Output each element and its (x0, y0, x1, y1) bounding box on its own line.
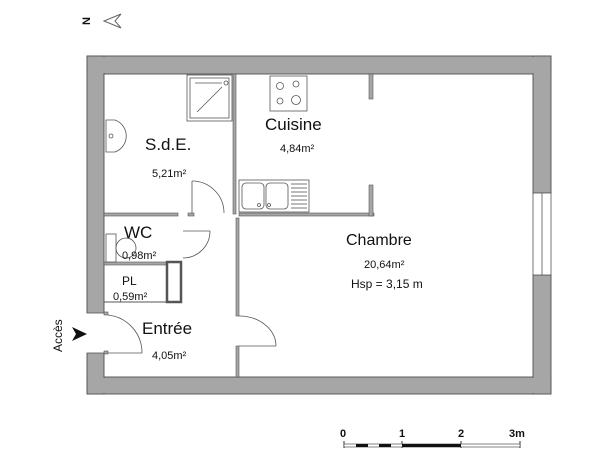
room-height: Hsp = 3,15 m (351, 277, 423, 291)
room-area: 4,05m² (152, 350, 187, 362)
room-entree: Entrée 4,05m² (142, 319, 192, 362)
shower-icon (186, 74, 233, 122)
scale-tick-2: 2 (458, 428, 464, 440)
room-cuisine: Cuisine 4,84m² (265, 115, 322, 155)
scale-bar: 0 1 2 3m (340, 428, 525, 448)
access-label: Accès (51, 319, 65, 352)
room-name: Entrée (142, 319, 192, 338)
doors (107, 180, 277, 354)
north-arrow-icon: N (81, 13, 122, 29)
room-wc: WC 0,98m² (122, 223, 157, 262)
room-name: WC (124, 223, 152, 242)
access-indicator: Accès (51, 319, 87, 352)
room-chambre: Chambre 20,64m² Hsp = 3,15 m (346, 232, 423, 291)
room-area: 0,59m² (113, 291, 148, 303)
exterior-walls (86, 55, 552, 395)
scale-tick-0: 0 (340, 428, 346, 440)
stove-icon (269, 75, 308, 112)
sink-icon (105, 119, 127, 153)
room-area: 0,98m² (122, 250, 157, 262)
scale-tick-3: 3m (509, 428, 525, 440)
room-area: 5,21m² (152, 168, 187, 180)
toilet-icon (105, 233, 137, 263)
entry-arrow-icon (72, 327, 87, 341)
scale-tick-1: 1 (399, 428, 405, 440)
room-name: PL (122, 274, 137, 288)
room-name: S.d.E. (145, 135, 191, 154)
interior-walls (103, 73, 375, 378)
compass-label: N (81, 17, 93, 25)
room-area: 4,84m² (280, 143, 315, 155)
room-sde: S.d.E. 5,21m² (145, 135, 191, 180)
room-name: Cuisine (265, 115, 322, 134)
kitchen-sink-icon (238, 179, 310, 213)
room-name: Chambre (346, 232, 412, 249)
room-area: 20,64m² (364, 259, 405, 271)
room-pl: PL 0,59m² (113, 274, 148, 303)
window (532, 192, 552, 276)
